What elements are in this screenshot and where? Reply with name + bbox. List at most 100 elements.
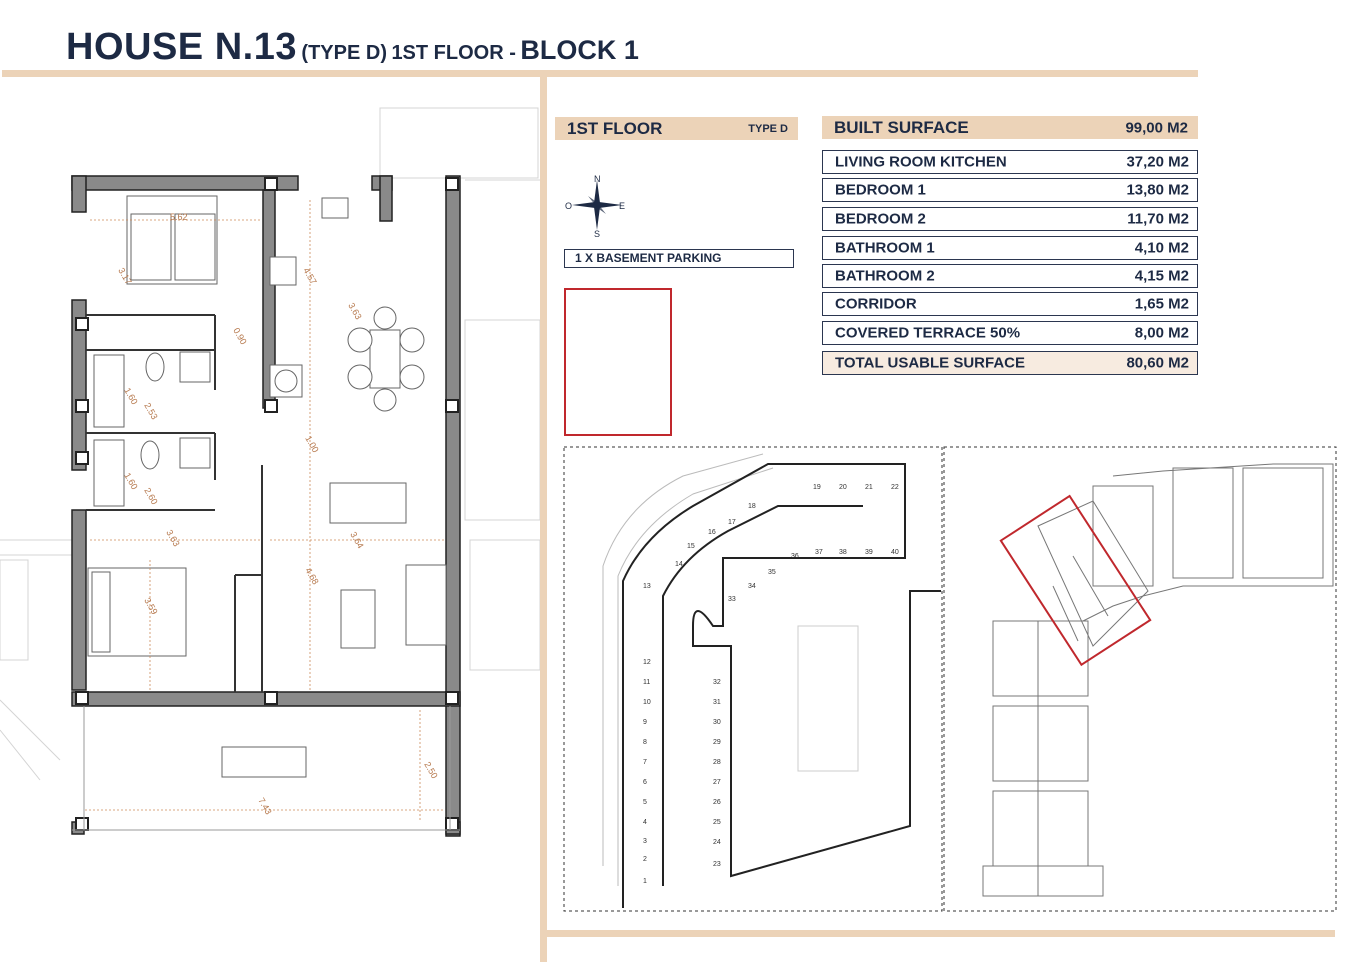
built-surface-label: BUILT SURFACE bbox=[834, 117, 969, 137]
parking-space-number: 2 bbox=[643, 856, 647, 863]
surface-row: BATHROOM 1 4,10 M2 bbox=[822, 236, 1198, 260]
parking-space-number: 32 bbox=[713, 679, 721, 686]
floor-label: 1ST FLOOR bbox=[567, 118, 663, 138]
parking-space-number: 18 bbox=[748, 503, 756, 510]
room-label: COVERED TERRACE 50% bbox=[835, 324, 1021, 342]
parking-location-frame bbox=[564, 288, 672, 436]
parking-space-number: 33 bbox=[728, 596, 736, 603]
room-label: LIVING ROOM KITCHEN bbox=[835, 153, 1007, 171]
parking-space-number: 35 bbox=[768, 569, 776, 576]
parking-space-number: 21 bbox=[865, 484, 873, 491]
surface-row: COVERED TERRACE 50% 8,00 M2 bbox=[822, 321, 1198, 345]
room-area: 8,00 M2 bbox=[1134, 324, 1189, 342]
parking-space-number: 40 bbox=[891, 549, 899, 556]
compass-icon: N E S O bbox=[565, 174, 625, 238]
parking-space-number: 8 bbox=[643, 739, 647, 746]
house-type: (TYPE D) bbox=[301, 42, 387, 64]
parking-space-number: 12 bbox=[643, 659, 651, 666]
svg-text:4.68: 4.68 bbox=[303, 566, 320, 586]
parking-space-number: 22 bbox=[891, 484, 899, 491]
type-label: TYPE D bbox=[748, 122, 788, 135]
parking-space-number: 13 bbox=[643, 583, 651, 590]
room-label: BATHROOM 2 bbox=[835, 267, 935, 285]
parking-space-number: 7 bbox=[643, 759, 647, 766]
parking-space-number: 25 bbox=[713, 819, 721, 826]
floor-plan: 5.62 3.17 4.57 3.63 0.90 1.60 2.53 1.00 … bbox=[0, 107, 540, 837]
parking-label-box: 1 X BASEMENT PARKING bbox=[564, 249, 794, 268]
parking-space-number: 15 bbox=[687, 543, 695, 550]
compass-e: E bbox=[619, 201, 625, 211]
dim-label: 5.62 bbox=[170, 212, 188, 222]
parking-space-number: 17 bbox=[728, 519, 736, 526]
built-surface-header: BUILT SURFACE 99,00 M2 bbox=[822, 116, 1198, 139]
svg-text:4.57: 4.57 bbox=[301, 266, 318, 286]
parking-space-number: 34 bbox=[748, 583, 756, 590]
top-rule bbox=[2, 70, 1198, 77]
parking-space-number: 1 bbox=[643, 878, 647, 885]
vertical-rule bbox=[540, 77, 547, 962]
unit-highlight bbox=[999, 494, 1152, 667]
room-area: 11,70 M2 bbox=[1127, 210, 1189, 228]
parking-space-number: 28 bbox=[713, 759, 721, 766]
surface-row: LIVING ROOM KITCHEN 37,20 M2 bbox=[822, 150, 1198, 174]
svg-text:1.00: 1.00 bbox=[303, 434, 320, 454]
house-block: BLOCK 1 bbox=[520, 35, 639, 65]
room-label: BEDROOM 1 bbox=[835, 181, 926, 199]
compass-s: S bbox=[594, 229, 600, 238]
site-location-plan bbox=[943, 446, 1337, 912]
parking-space-number: 30 bbox=[713, 719, 721, 726]
room-area: 37,20 M2 bbox=[1126, 153, 1189, 171]
svg-text:2.60: 2.60 bbox=[142, 486, 159, 506]
parking-space-number: 6 bbox=[643, 779, 647, 786]
parking-space-number: 5 bbox=[643, 799, 647, 806]
surface-row: BEDROOM 1 13,80 M2 bbox=[822, 178, 1198, 202]
parking-space-number: 31 bbox=[713, 699, 721, 706]
parking-space-number: 38 bbox=[839, 549, 847, 556]
svg-text:2.50: 2.50 bbox=[422, 760, 439, 780]
page-title: HOUSE N.13 (TYPE D) 1ST FLOOR - BLOCK 1 bbox=[66, 26, 639, 69]
surface-row: BATHROOM 2 4,15 M2 bbox=[822, 264, 1198, 288]
svg-text:0.90: 0.90 bbox=[231, 326, 248, 346]
room-area: 4,10 M2 bbox=[1134, 239, 1189, 257]
parking-space-number: 14 bbox=[675, 561, 683, 568]
parking-space-number: 4 bbox=[643, 819, 647, 826]
parking-space-number: 29 bbox=[713, 739, 721, 746]
parking-space-number: 3 bbox=[643, 838, 647, 845]
total-label: TOTAL USABLE SURFACE bbox=[835, 354, 1026, 372]
parking-space-number: 27 bbox=[713, 779, 721, 786]
house-number: HOUSE N.13 bbox=[66, 26, 297, 68]
parking-space-number: 20 bbox=[839, 484, 847, 491]
floor-header: 1ST FLOOR TYPE D bbox=[555, 117, 798, 140]
svg-text:1.60: 1.60 bbox=[122, 471, 139, 491]
parking-space-number: 10 bbox=[643, 699, 651, 706]
svg-text:7.43: 7.43 bbox=[256, 796, 273, 816]
total-value: 80,60 M2 bbox=[1126, 354, 1189, 372]
room-label: BATHROOM 1 bbox=[835, 239, 935, 257]
parking-space-number: 19 bbox=[813, 484, 821, 491]
svg-text:2.53: 2.53 bbox=[142, 401, 159, 421]
compass-o: O bbox=[565, 201, 572, 211]
total-usable-row: TOTAL USABLE SURFACE 80,60 M2 bbox=[822, 351, 1198, 375]
svg-text:3.63: 3.63 bbox=[164, 528, 181, 548]
parking-space-number: 9 bbox=[643, 719, 647, 726]
parking-label: 1 X BASEMENT PARKING bbox=[575, 251, 722, 265]
room-area: 1,65 M2 bbox=[1134, 295, 1189, 313]
bottom-rule bbox=[547, 930, 1335, 937]
parking-space-number: 11 bbox=[643, 679, 650, 686]
room-label: BEDROOM 2 bbox=[835, 210, 926, 228]
parking-space-number: 16 bbox=[708, 529, 716, 536]
built-surface-value: 99,00 M2 bbox=[1125, 119, 1188, 136]
surface-row: CORRIDOR 1,65 M2 bbox=[822, 292, 1198, 316]
room-area: 4,15 M2 bbox=[1134, 267, 1189, 285]
room-label: CORRIDOR bbox=[835, 295, 917, 313]
parking-space-number: 37 bbox=[815, 549, 823, 556]
compass-n: N bbox=[594, 174, 601, 184]
surface-row: BEDROOM 2 11,70 M2 bbox=[822, 207, 1198, 231]
room-area: 13,80 M2 bbox=[1126, 181, 1189, 199]
parking-space-number: 23 bbox=[713, 861, 721, 868]
svg-text:3.63: 3.63 bbox=[346, 301, 363, 321]
parking-space-number: 24 bbox=[713, 839, 721, 846]
parking-space-number: 36 bbox=[791, 553, 799, 560]
parking-space-number: 26 bbox=[713, 799, 721, 806]
